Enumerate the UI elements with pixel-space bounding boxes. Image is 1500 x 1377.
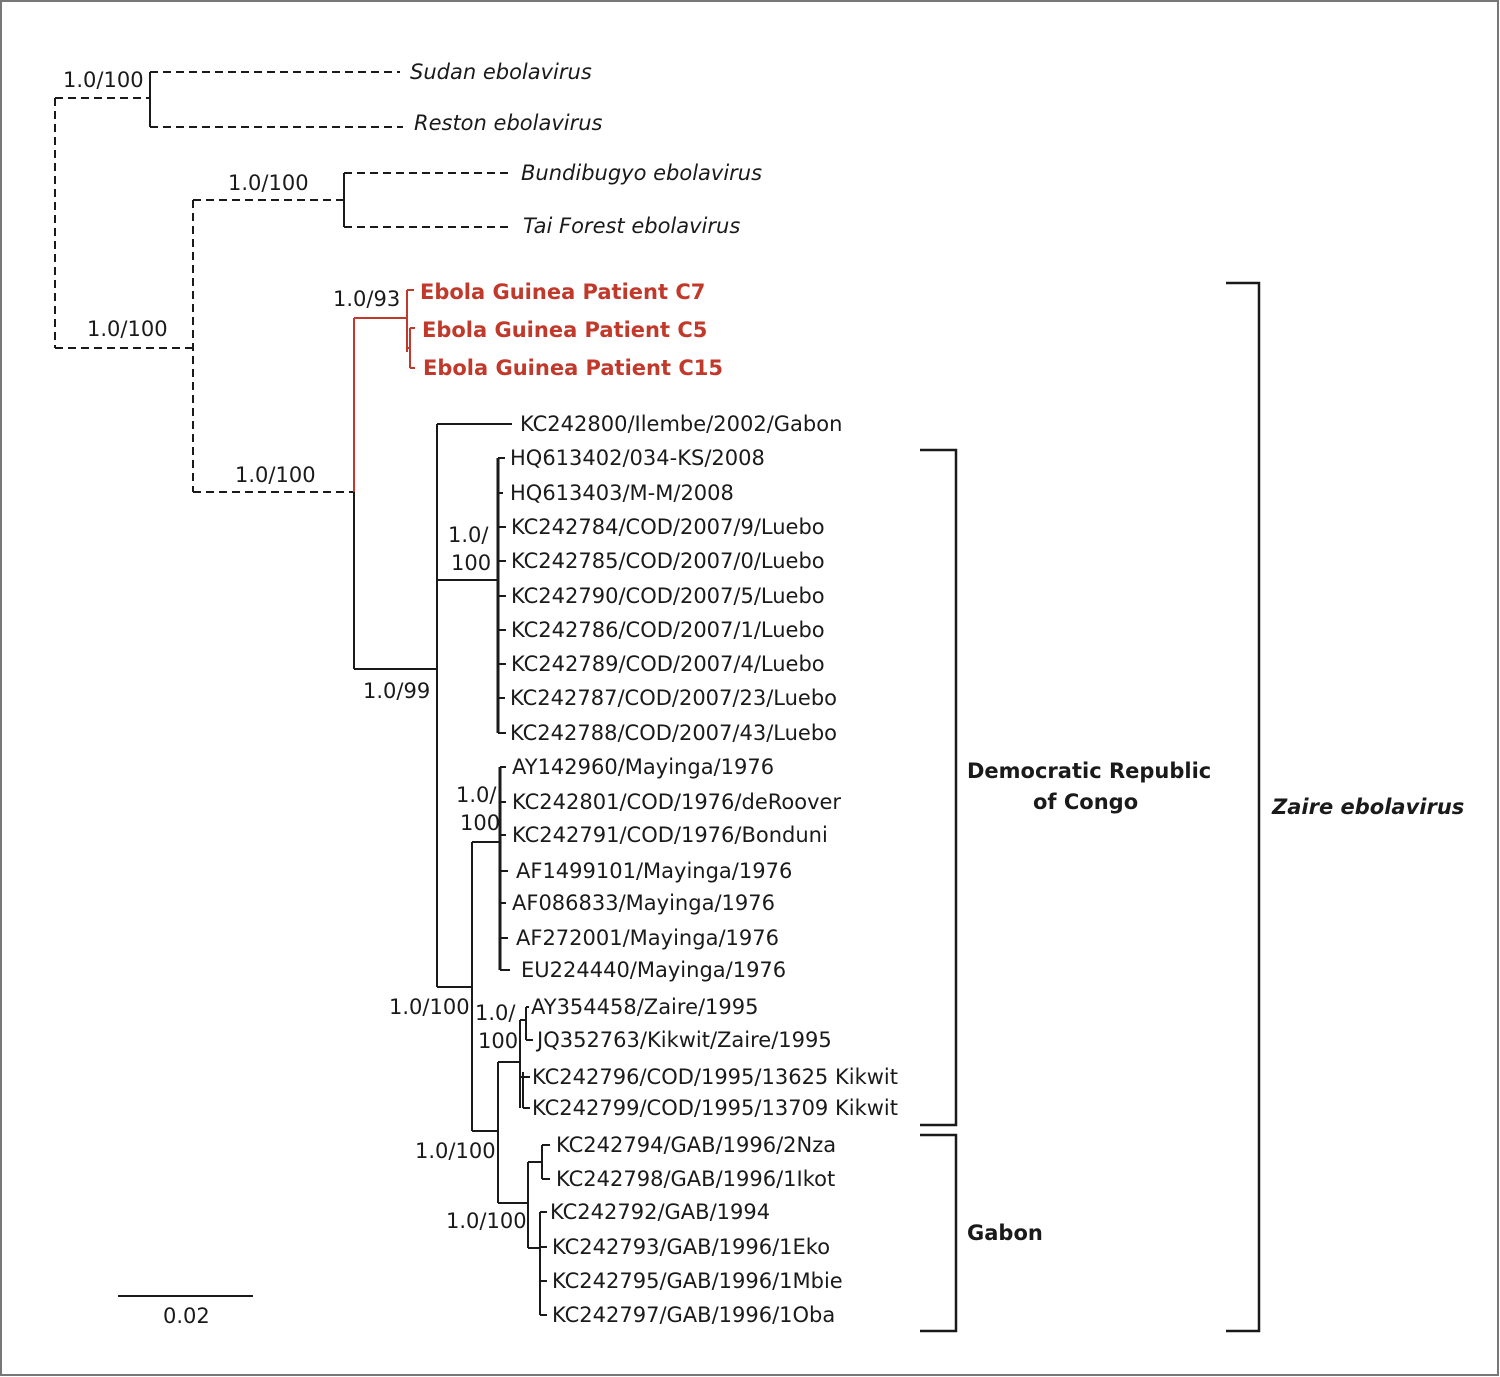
gabon-bracket xyxy=(920,1133,958,1333)
taxon-label: JQ352763/Kikwit/Zaire/1995 xyxy=(535,1028,832,1052)
taxon-label: KC242787/COD/2007/23/Luebo xyxy=(510,686,837,710)
taxon-label: KC242800/Ilembe/2002/Gabon xyxy=(520,412,842,436)
taxon-sudan: Sudan ebolavirus xyxy=(410,60,592,84)
taxon-label: HQ613403/M-M/2008 xyxy=(510,481,734,505)
taxon-label: KC242798/GAB/1996/1Ikot xyxy=(556,1167,835,1191)
scale-bar-label: 0.02 xyxy=(163,1304,210,1328)
taxon-label: KC242792/GAB/1994 xyxy=(550,1200,770,1224)
support-label: 1.0/ xyxy=(456,783,497,807)
taxon-label: KC242790/COD/2007/5/Luebo xyxy=(511,584,825,608)
support-label: 100 xyxy=(451,551,491,575)
taxon-reston: Reston ebolavirus xyxy=(414,111,603,135)
support-label: 1.0/100 xyxy=(235,463,316,487)
drc-label-line2: of Congo xyxy=(1033,790,1138,814)
support-label: 100 xyxy=(460,811,500,835)
taxon-label: AY354458/Zaire/1995 xyxy=(531,995,759,1019)
taxon-label: KC242795/GAB/1996/1Mbie xyxy=(552,1269,843,1293)
support-label: 1.0/100 xyxy=(446,1209,527,1233)
zaire-clade-branches xyxy=(353,423,550,1316)
guinea-clade-branches xyxy=(353,289,415,492)
taxon-label: KC242789/COD/2007/4/Luebo xyxy=(511,652,825,676)
outgroup-branches xyxy=(54,71,510,493)
taxon-label: AY142960/Mayinga/1976 xyxy=(512,755,774,779)
support-label: 1.0/ xyxy=(448,523,489,547)
taxon-label: AF086833/Mayinga/1976 xyxy=(512,891,775,915)
taxon-label: HQ613402/034-KS/2008 xyxy=(510,446,765,470)
taxon-label: KC242797/GAB/1996/1Oba xyxy=(552,1303,835,1327)
taxon-tai-forest: Tai Forest ebolavirus xyxy=(523,214,740,238)
taxon-guinea-c5: Ebola Guinea Patient C5 xyxy=(422,318,707,342)
taxon-label: KC242799/COD/1995/13709 Kikwit xyxy=(532,1096,898,1120)
support-label: 1.0/99 xyxy=(363,679,430,703)
support-label: 1.0/93 xyxy=(333,287,400,311)
support-label: 1.0/100 xyxy=(415,1139,496,1163)
taxon-label: AF272001/Mayinga/1976 xyxy=(516,926,779,950)
taxon-label: KC242796/COD/1995/13625 Kikwit xyxy=(532,1065,898,1089)
support-label: 1.0/ xyxy=(475,1001,516,1025)
taxon-label: KC242786/COD/2007/1/Luebo xyxy=(511,618,825,642)
taxon-label: KC242785/COD/2007/0/Luebo xyxy=(511,549,825,573)
zaire-ebolavirus-label: Zaire ebolavirus xyxy=(1271,795,1464,819)
support-label: 1.0/100 xyxy=(389,995,470,1019)
taxon-bundibugyo: Bundibugyo ebolavirus xyxy=(521,161,762,185)
taxon-label: KC242791/COD/1976/Bonduni xyxy=(512,823,828,847)
taxon-label: KC242784/COD/2007/9/Luebo xyxy=(511,515,825,539)
taxon-label: EU224440/Mayinga/1976 xyxy=(521,958,786,982)
taxon-label: AF1499101/Mayinga/1976 xyxy=(516,859,792,883)
zaire-bracket xyxy=(1226,281,1261,1333)
taxon-label: KC242801/COD/1976/deRoover xyxy=(512,790,841,814)
taxon-label: KC242793/GAB/1996/1Eko xyxy=(552,1235,830,1259)
support-label: 100 xyxy=(478,1029,518,1053)
drc-bracket xyxy=(920,448,958,1127)
support-label: 1.0/100 xyxy=(87,317,168,341)
support-label: 1.0/100 xyxy=(63,68,144,92)
taxon-label: KC242794/GAB/1996/2Nza xyxy=(556,1133,836,1157)
taxon-guinea-c15: Ebola Guinea Patient C15 xyxy=(423,356,723,380)
support-label: 1.0/100 xyxy=(228,171,309,195)
gabon-label: Gabon xyxy=(967,1221,1043,1245)
taxon-guinea-c7: Ebola Guinea Patient C7 xyxy=(420,280,705,304)
drc-label-line1: Democratic Republic xyxy=(967,759,1211,783)
taxon-label: KC242788/COD/2007/43/Luebo xyxy=(510,721,837,745)
